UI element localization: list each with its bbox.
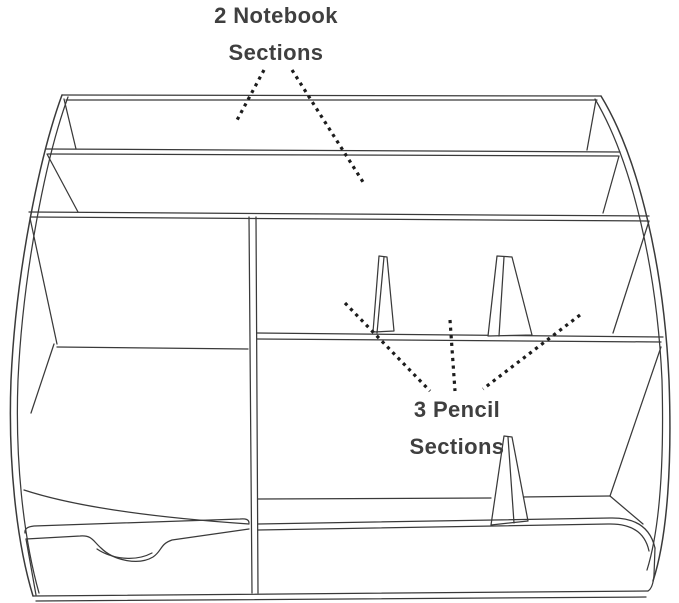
pencil-sections-label-line1: 3 Pencil <box>413 397 501 422</box>
pencil-sections-label: 3 Pencil Sections <box>410 391 505 465</box>
pencil-leader-3 <box>482 313 581 391</box>
leader-lines <box>234 69 581 393</box>
right-side-panel <box>594 95 671 582</box>
pencil-leader-2 <box>448 319 457 392</box>
base-bottom-edge <box>32 590 649 602</box>
back-panel-top-edge <box>61 94 602 101</box>
notebook-sections-label-line2: Sections <box>228 40 324 65</box>
pencil-sections-label-line2: Sections <box>409 434 505 459</box>
pencil-leader-1 <box>343 301 432 393</box>
notebook-sections-label-line1: 2 Notebook <box>214 3 338 28</box>
notebook-sections-label: 2 Notebook Sections <box>214 0 338 71</box>
drawer <box>24 518 250 596</box>
tray-divider <box>490 435 529 526</box>
pencil-divider-2 <box>487 255 533 337</box>
left-side-panel <box>9 94 69 597</box>
notebook-leader-1 <box>234 69 266 123</box>
pencil-shelf <box>256 220 664 343</box>
notebook-leader-2 <box>290 69 365 183</box>
notebook-slot-shelves <box>28 98 650 222</box>
drawer-handle-scoop <box>96 548 153 559</box>
front-tray <box>257 346 662 592</box>
